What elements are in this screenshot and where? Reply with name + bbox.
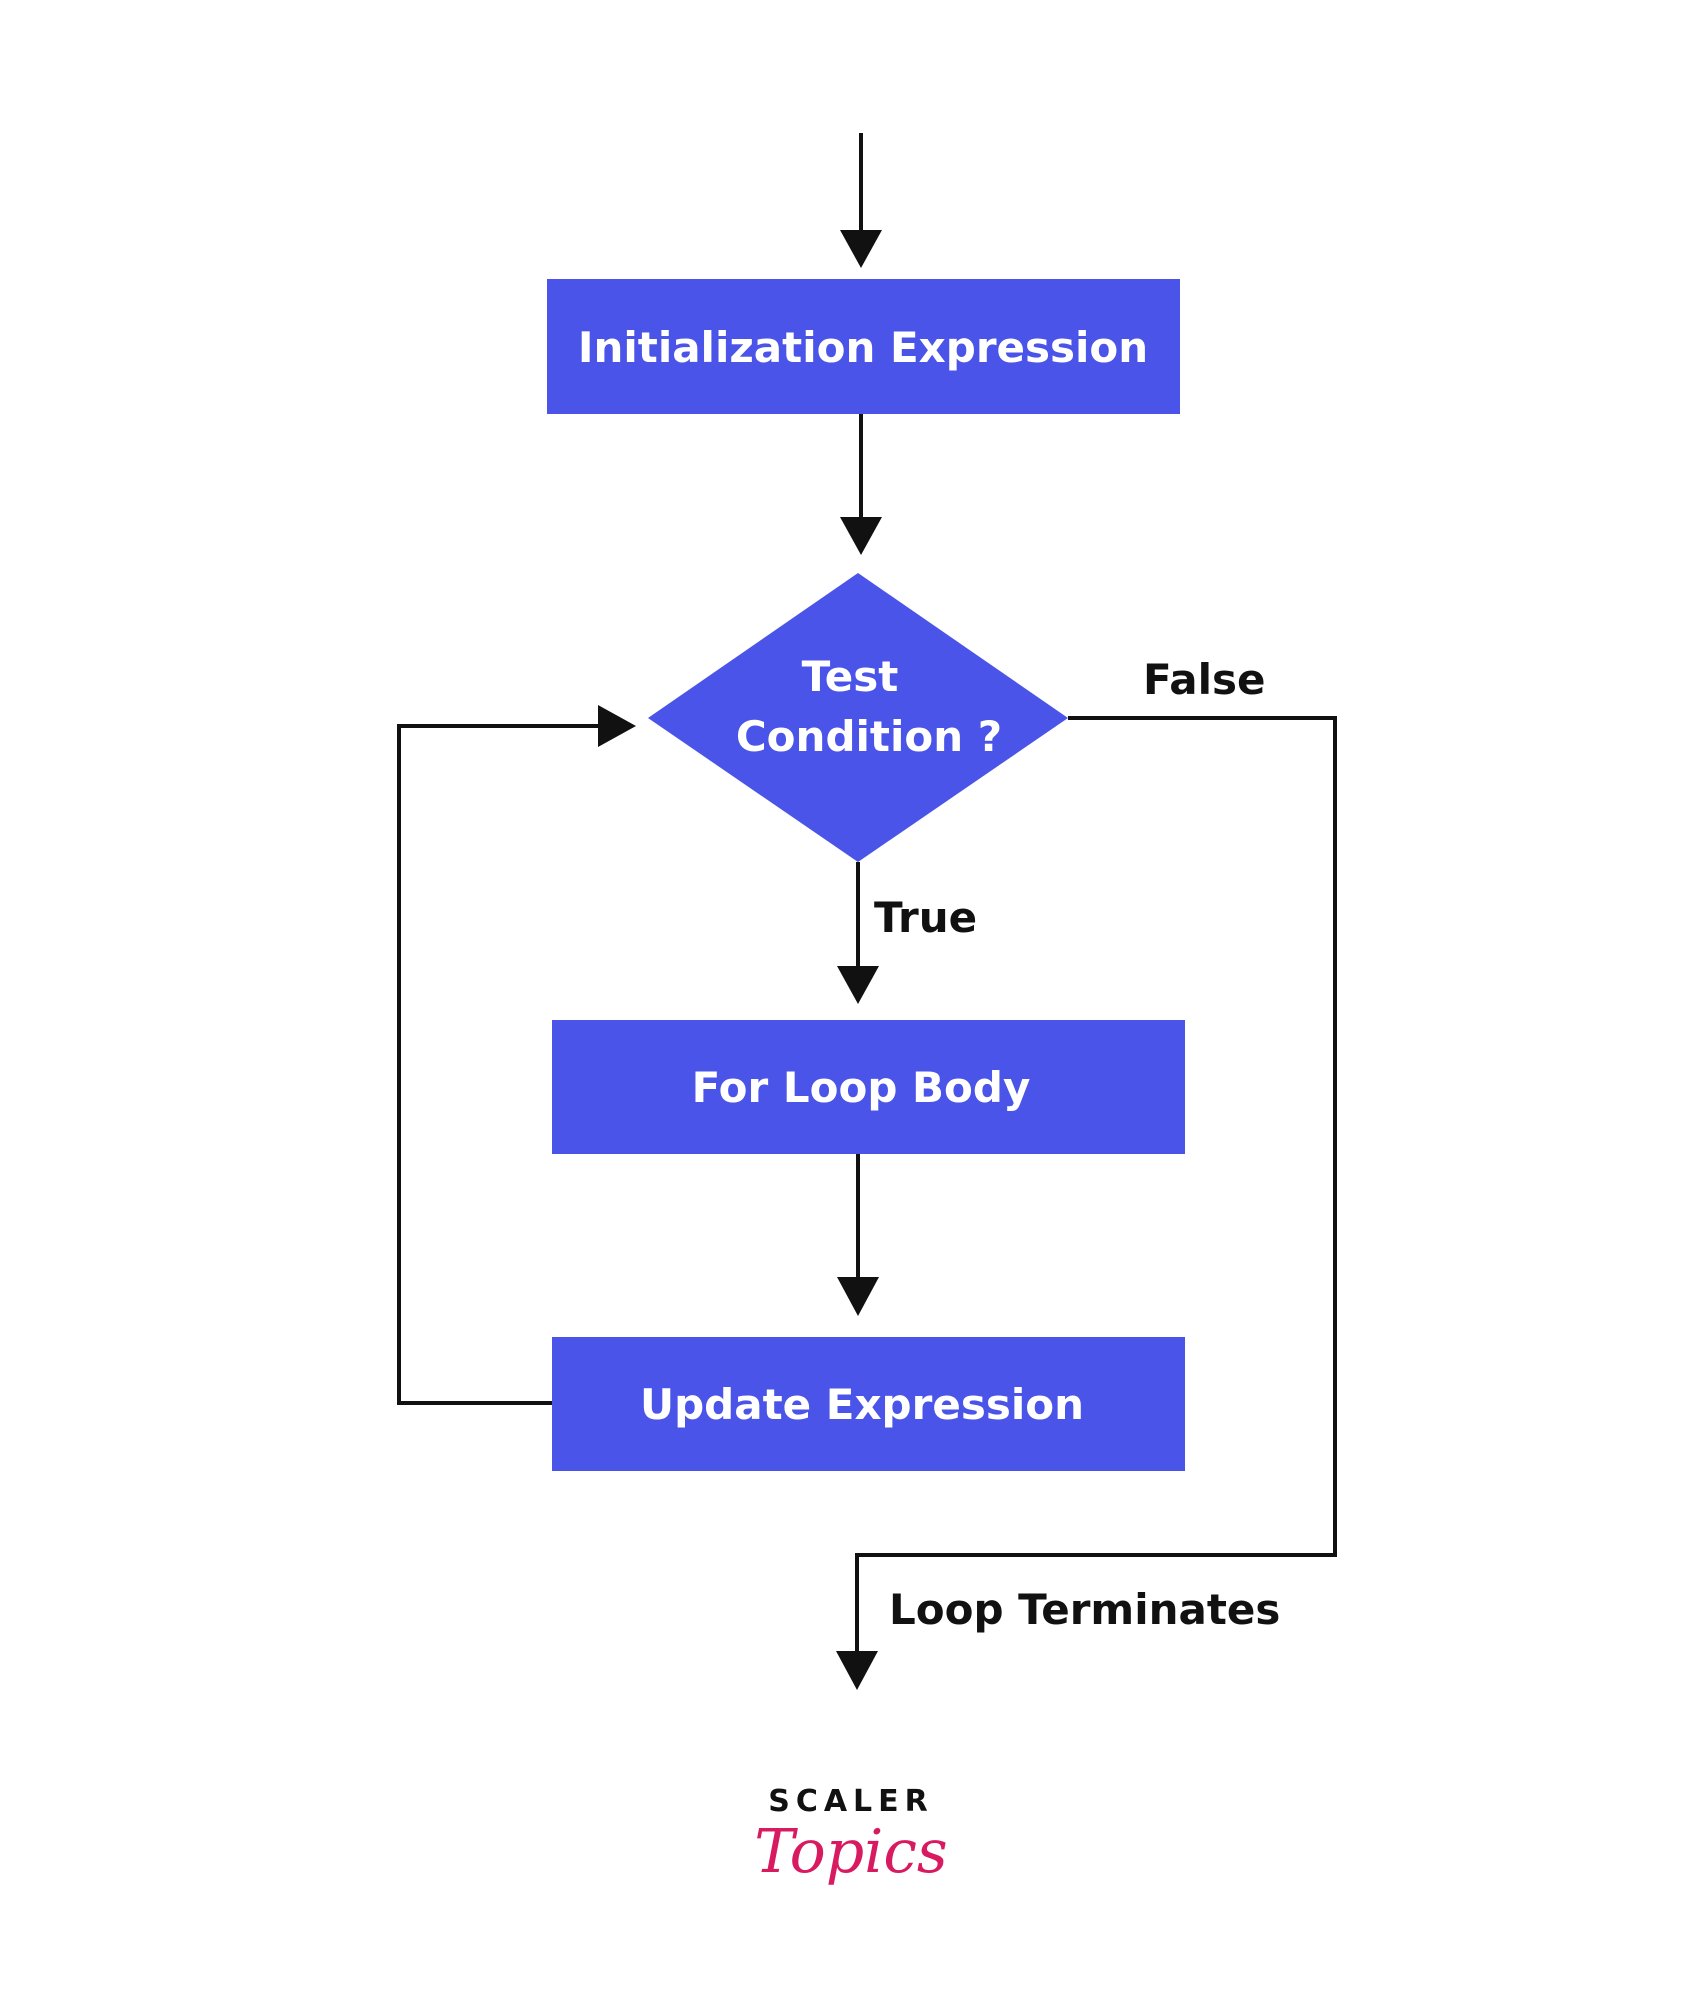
initialization-label: Initialization Expression bbox=[578, 323, 1148, 372]
true-branch-arrow bbox=[837, 862, 879, 1004]
init-to-condition-arrow bbox=[840, 414, 882, 555]
false-label: False bbox=[1143, 655, 1265, 704]
test-condition-node: Test Condition ? bbox=[648, 573, 1068, 862]
test-condition-label-line2: Condition ? bbox=[736, 712, 1002, 761]
loop-body-node: For Loop Body bbox=[552, 1020, 1185, 1154]
scaler-topics-logo: SCALER Topics bbox=[754, 1784, 947, 1887]
logo-scaler-text: SCALER bbox=[768, 1784, 934, 1819]
update-expression-label: Update Expression bbox=[640, 1380, 1084, 1429]
test-condition-label-line1: Test bbox=[802, 652, 899, 701]
loop-terminates-label: Loop Terminates bbox=[889, 1585, 1280, 1634]
body-to-update-arrow bbox=[837, 1154, 879, 1316]
initialization-node: Initialization Expression bbox=[547, 279, 1180, 414]
loop-body-label: For Loop Body bbox=[692, 1063, 1031, 1112]
update-expression-node: Update Expression bbox=[552, 1337, 1185, 1471]
false-branch-path bbox=[836, 716, 1337, 1690]
true-label: True bbox=[874, 893, 977, 942]
loop-back-path bbox=[397, 705, 636, 1405]
entry-arrow bbox=[840, 133, 882, 268]
logo-topics-text: Topics bbox=[754, 1817, 947, 1887]
